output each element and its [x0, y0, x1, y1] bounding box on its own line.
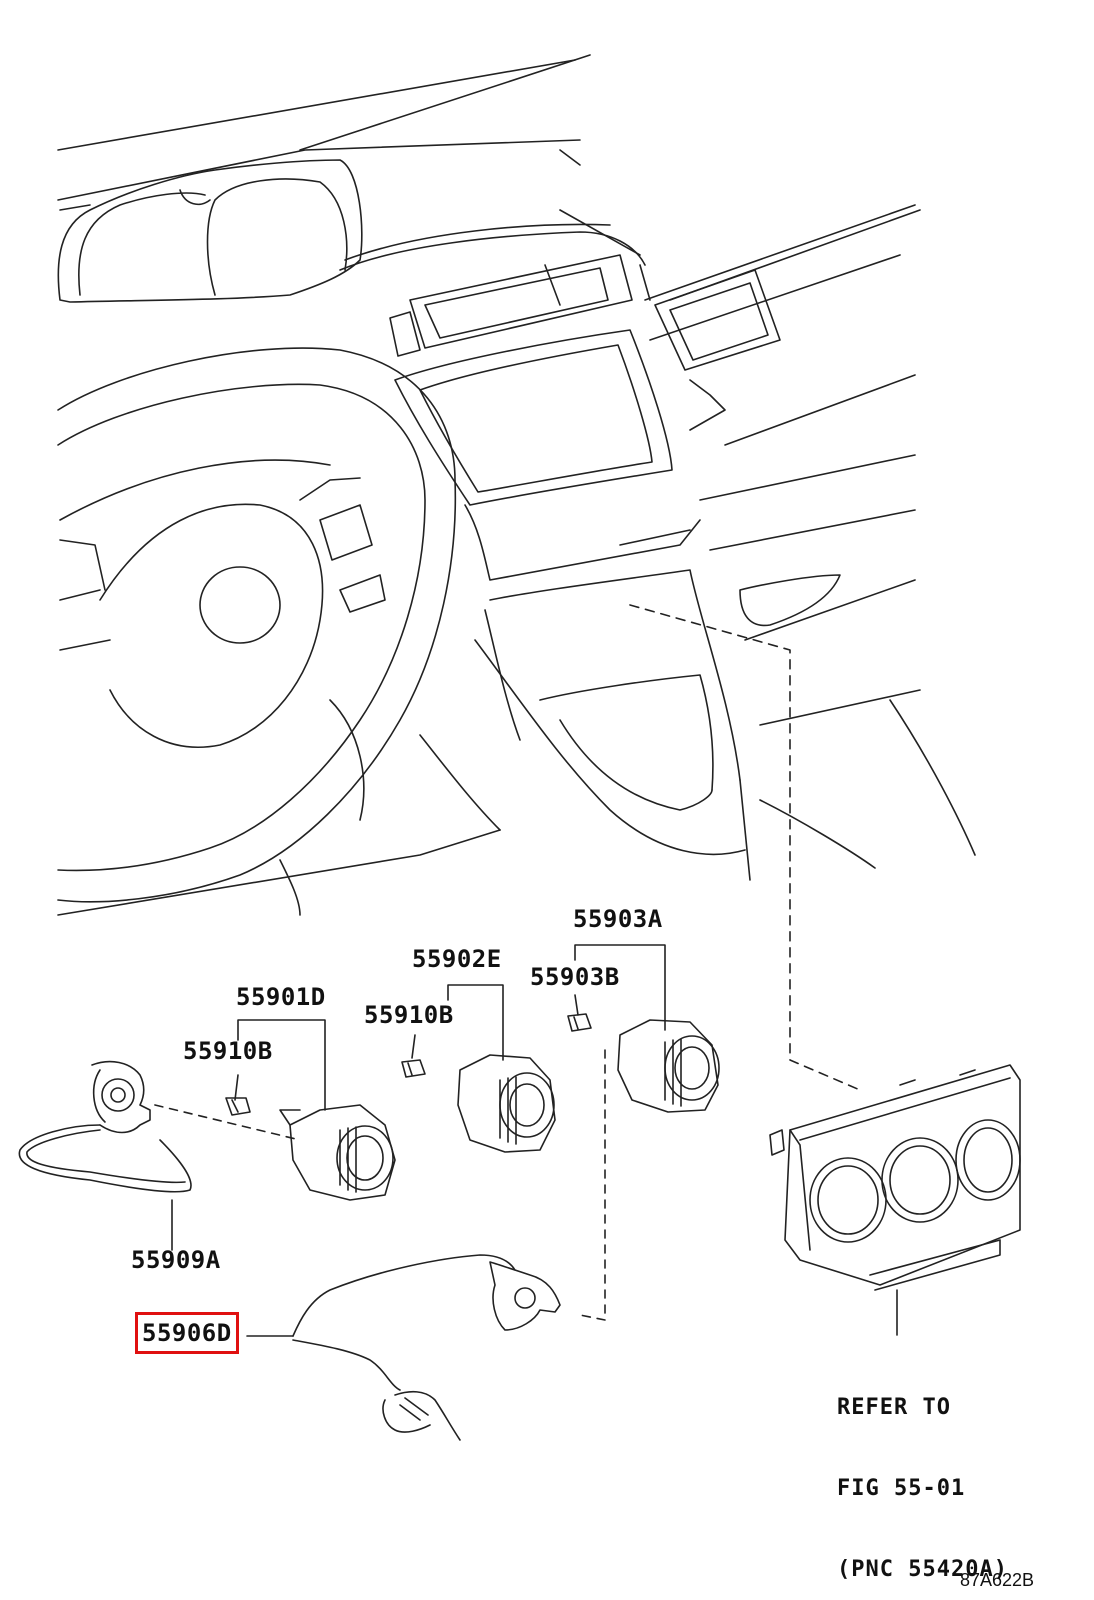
refer-line-3: (PNC 55420A)	[837, 1557, 1008, 1582]
part-label-55906D-highlighted[interactable]: 55906D	[135, 1312, 239, 1354]
refer-line-1: REFER TO	[837, 1395, 951, 1420]
refer-line-2[interactable]: FIG 55-01	[837, 1476, 966, 1501]
part-label-55909A[interactable]: 55909A	[131, 1246, 221, 1274]
part-label-55910B-left[interactable]: 55910B	[183, 1037, 273, 1065]
alignment-dashed	[154, 1049, 606, 1321]
sensor-55909A	[18, 1060, 192, 1193]
figure-number: 87A622B	[960, 1570, 1035, 1590]
steering-wheel	[57, 347, 457, 916]
knob-55903A	[617, 1019, 720, 1113]
part-label-55903A[interactable]: 55903A	[573, 905, 663, 933]
dash-top	[339, 204, 921, 341]
instrument-cluster	[57, 159, 363, 303]
knob-55901D	[279, 1104, 396, 1201]
fastener-left	[225, 1097, 251, 1116]
label-leaders	[171, 944, 898, 1337]
part-label-55910B-right[interactable]: 55910B	[364, 1001, 454, 1029]
panel-leader-dashed	[629, 604, 861, 1091]
refer-note: REFER TO FIG 55-01 (PNC 55420A)	[837, 1340, 1008, 1600]
windshield-lines	[57, 54, 591, 201]
knob-55902E	[457, 1054, 556, 1153]
climate-panel	[769, 1064, 1021, 1291]
cable-55906D	[292, 1254, 561, 1441]
right-vent	[654, 269, 916, 551]
part-label-55901D[interactable]: 55901D	[236, 983, 326, 1011]
center-console	[57, 504, 976, 916]
part-label-55903B[interactable]: 55903B	[530, 963, 620, 991]
center-screen	[394, 329, 673, 506]
part-label-55902E[interactable]: 55902E	[412, 945, 502, 973]
center-display	[389, 254, 633, 357]
fastener-middle	[401, 1059, 426, 1078]
fastener-right	[567, 1013, 592, 1032]
